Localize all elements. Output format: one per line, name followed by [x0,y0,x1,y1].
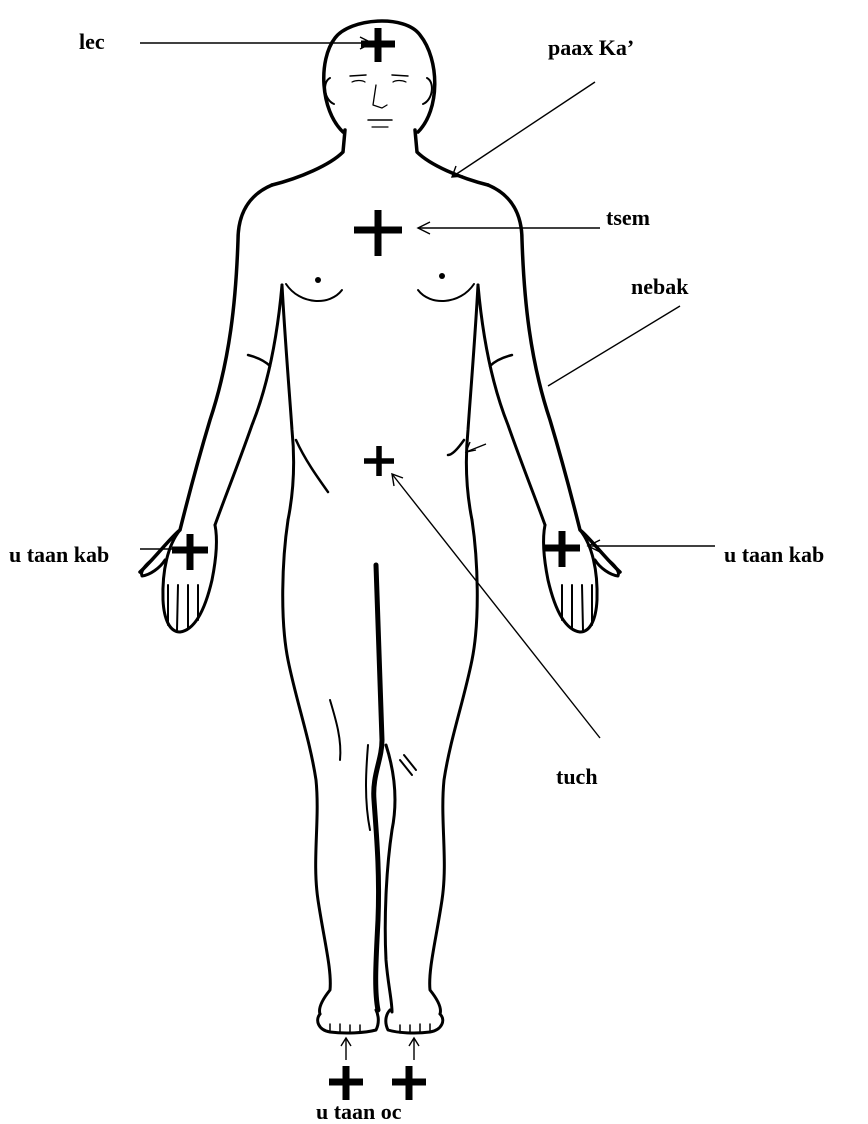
left-foot-cross [329,1066,363,1100]
head-cross [361,28,395,62]
right-hand-cross [544,531,580,567]
label-neck: paax Ka’ [548,37,634,59]
label-feet: u taan oc [316,1101,402,1123]
label-left-hand: u taan kab [9,544,109,566]
hip-arrowhead [466,442,486,452]
chest-cross [354,210,402,256]
label-right-hand: u taan kab [724,544,824,566]
body-outline [140,21,620,1033]
neck-pointer [452,82,595,177]
label-chest: tsem [606,207,650,229]
left-hand-cross [172,534,208,570]
label-head: lec [79,31,105,53]
navel-cross [364,446,394,476]
label-arm: nebak [631,276,688,298]
arm-pointer [548,306,680,386]
pointer-lines [140,37,715,1060]
right-foot-cross [392,1066,426,1100]
navel-pointer [392,474,600,738]
label-navel: tuch [556,766,598,788]
